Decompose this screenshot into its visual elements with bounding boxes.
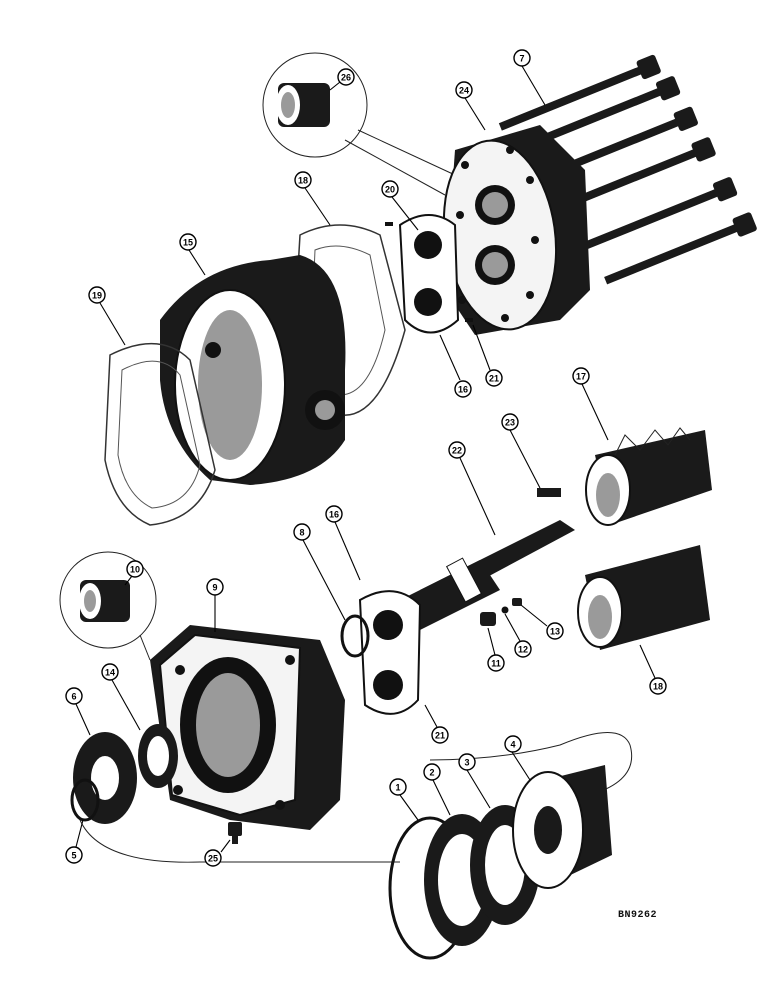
leader-lines (75, 65, 656, 853)
seal-parts (70, 724, 178, 824)
callout-23: 23 (501, 413, 519, 431)
drive-shaft-22 (400, 488, 575, 630)
rear-cover-24 (442, 125, 590, 335)
plug-parts (480, 598, 522, 626)
svg-text:7: 7 (519, 54, 524, 64)
svg-text:16: 16 (458, 385, 468, 395)
callout-20: 20 (381, 180, 399, 198)
callout-24: 24 (455, 81, 473, 99)
callout-19: 19 (88, 286, 106, 304)
svg-text:11: 11 (491, 659, 501, 669)
gear-18-lower (577, 545, 710, 650)
bearing-stack (388, 765, 612, 960)
gear-17 (585, 427, 712, 526)
front-housing-9 (150, 625, 345, 830)
svg-text:26: 26 (341, 73, 351, 83)
callout-2: 2 (423, 763, 441, 781)
svg-text:24: 24 (459, 86, 469, 96)
bearing-25-detail (262, 52, 456, 196)
callout-10: 10 (126, 560, 144, 578)
svg-text:16: 16 (329, 510, 339, 520)
assembly-path-line (79, 732, 632, 863)
callout-3: 3 (458, 753, 476, 771)
callout-6: 6 (65, 687, 83, 705)
svg-text:20: 20 (385, 185, 395, 195)
callout-21-upper: 21 (485, 369, 503, 387)
svg-text:22: 22 (452, 446, 462, 456)
callout-25: 26 (337, 68, 355, 86)
callout-12: 12 (514, 640, 532, 658)
svg-text:14: 14 (105, 668, 115, 678)
pump-body-15 (160, 255, 346, 485)
svg-text:9: 9 (212, 583, 217, 593)
svg-text:4: 4 (510, 740, 515, 750)
svg-text:18: 18 (653, 682, 663, 692)
svg-text:6: 6 (71, 692, 76, 702)
callout-1: 1 (389, 778, 407, 796)
callout-18-upper: 18 (294, 171, 312, 189)
callout-8: 8 (293, 523, 311, 541)
bearing-10-detail (59, 551, 157, 661)
svg-text:13: 13 (550, 627, 560, 637)
callout-4: 4 (504, 735, 522, 753)
callout-26: 25 (204, 849, 222, 867)
callout-21-lower: 21 (431, 726, 449, 744)
callout-18-lower: 18 (649, 677, 667, 695)
callout-16-lower: 16 (325, 505, 343, 523)
callout-15: 15 (179, 233, 197, 251)
callout-16-upper: 16 (454, 380, 472, 398)
svg-text:21: 21 (489, 374, 499, 384)
wear-plate-upper (385, 214, 473, 334)
svg-text:12: 12 (518, 645, 528, 655)
svg-text:2: 2 (429, 768, 434, 778)
svg-text:17: 17 (576, 372, 586, 382)
svg-text:18: 18 (298, 176, 308, 186)
gasket-19 (104, 343, 216, 526)
svg-text:5: 5 (71, 851, 76, 861)
svg-text:1: 1 (395, 783, 400, 793)
svg-text:23: 23 (505, 418, 515, 428)
callout-14: 14 (101, 663, 119, 681)
grease-fitting-26 (228, 822, 242, 844)
callout-22: 22 (448, 441, 466, 459)
svg-text:3: 3 (464, 758, 469, 768)
svg-text:25: 25 (208, 854, 218, 864)
svg-text:15: 15 (183, 238, 193, 248)
callout-5: 5 (65, 846, 83, 864)
callout-17: 17 (572, 367, 590, 385)
wear-plate-lower (340, 590, 422, 715)
callout-11: 11 (487, 654, 505, 672)
drawing-code-label: BN9262 (618, 910, 658, 921)
svg-text:10: 10 (130, 565, 140, 575)
svg-text:8: 8 (299, 528, 304, 538)
svg-text:19: 19 (92, 291, 102, 301)
svg-text:21: 21 (435, 731, 445, 741)
callout-7: 7 (513, 49, 531, 67)
callout-13: 13 (546, 622, 564, 640)
callout-9: 9 (206, 578, 224, 596)
